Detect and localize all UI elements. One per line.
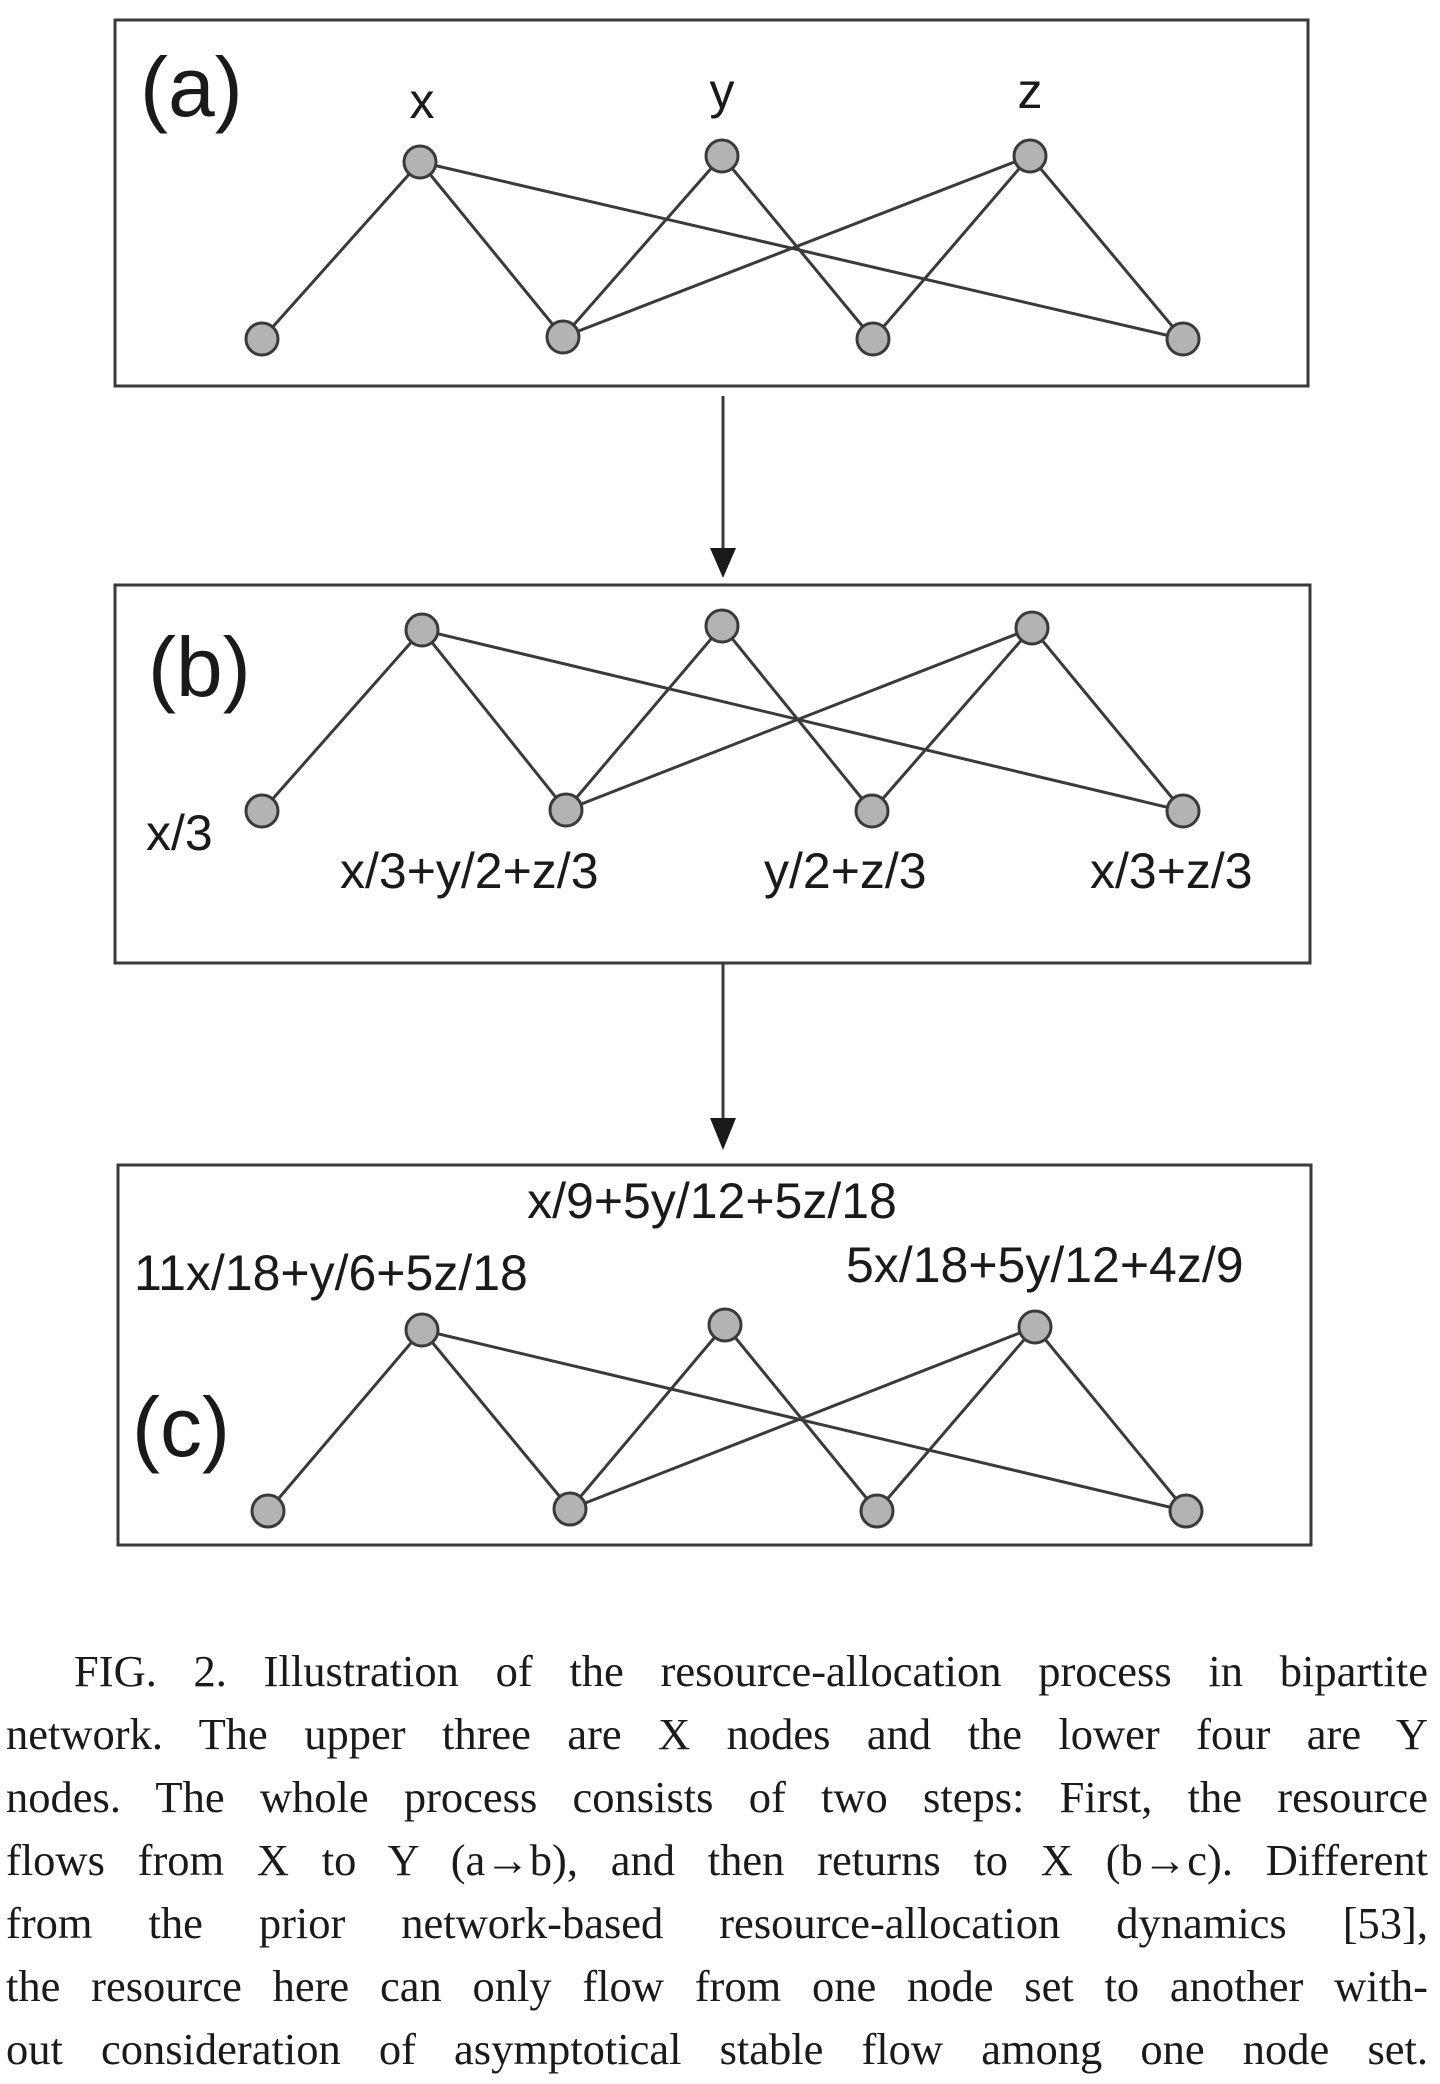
bipartite-edge bbox=[565, 626, 1033, 812]
panel-b-edges bbox=[260, 625, 1185, 813]
y-node bbox=[250, 1493, 286, 1529]
bipartite-edge bbox=[260, 161, 422, 340]
bipartite-edge bbox=[421, 628, 1184, 813]
y-value-label: x/3 bbox=[146, 805, 213, 861]
x-node bbox=[404, 612, 440, 648]
bipartite-edge bbox=[564, 625, 724, 811]
y-value-label: x/3+z/3 bbox=[1090, 843, 1253, 899]
y-node bbox=[552, 1491, 588, 1527]
bipartite-edge bbox=[1030, 627, 1185, 812]
y-node bbox=[244, 793, 280, 829]
caption-line-text: FIG. 2. Illustration of the resource-all… bbox=[74, 1646, 1428, 1696]
y-node bbox=[854, 793, 890, 829]
y-node bbox=[859, 1493, 895, 1529]
z-node-label: z bbox=[1018, 63, 1043, 119]
y-node bbox=[855, 321, 891, 357]
caption-line: from the prior network-based resource-al… bbox=[6, 1898, 1428, 1948]
panel-b-nodes bbox=[244, 608, 1201, 829]
caption-line: out consideration of asymptotical stable… bbox=[6, 2024, 1428, 2074]
y-node bbox=[244, 321, 280, 357]
y-node-label: y bbox=[710, 63, 735, 119]
bipartite-figure: (a) x y z (b) x/3 x/3+y/2+z/3 y/2+z/3 x/… bbox=[113, 18, 1313, 1547]
panel-c-edges bbox=[266, 1324, 1188, 1513]
bipartite-edge bbox=[260, 629, 424, 812]
panel-a: (a) x y z bbox=[113, 18, 1310, 388]
x-node-label: x bbox=[410, 73, 435, 129]
caption-line: the resource here can only flow from one… bbox=[6, 1961, 1428, 2011]
y-node bbox=[545, 319, 581, 355]
bipartite-edge bbox=[1028, 155, 1185, 340]
x-node bbox=[707, 1307, 743, 1343]
arrow-a-to-b bbox=[710, 396, 736, 578]
x-value-label: 5x/18+5y/12+4z/9 bbox=[846, 1237, 1244, 1293]
panel-c-letter: (c) bbox=[132, 1380, 230, 1474]
caption-line: network. The upper three are X nodes and… bbox=[6, 1709, 1428, 1759]
bipartite-edge bbox=[569, 1325, 1036, 1511]
bipartite-edge bbox=[420, 1329, 572, 1510]
bipartite-edge bbox=[875, 1326, 1037, 1512]
y-node bbox=[1165, 793, 1201, 829]
panel-c-nodes bbox=[250, 1307, 1204, 1529]
bipartite-edge bbox=[870, 627, 1034, 812]
panel-c: (c) 11x/18+y/6+5z/18 x/9+5y/12+5z/18 5x/… bbox=[116, 1163, 1313, 1547]
x-node bbox=[402, 144, 438, 180]
bipartite-edge bbox=[266, 1329, 424, 1512]
x-node bbox=[1014, 610, 1050, 646]
panel-a-frame bbox=[113, 18, 1310, 388]
panel-c-frame bbox=[116, 1163, 1313, 1547]
x-value-label: x/9+5y/12+5z/18 bbox=[527, 1173, 897, 1229]
y-value-label: y/2+z/3 bbox=[764, 843, 927, 899]
bipartite-edge bbox=[562, 154, 1031, 339]
panel-b-letter: (b) bbox=[148, 620, 251, 714]
y-node bbox=[1168, 1493, 1204, 1529]
bipartite-edge bbox=[418, 161, 565, 338]
panel-a-letter: (a) bbox=[140, 40, 243, 134]
y-node bbox=[548, 792, 584, 828]
x-value-label: 11x/18+y/6+5z/18 bbox=[134, 1245, 528, 1301]
x-node bbox=[1012, 138, 1048, 174]
caption-line: nodes. The whole process consists of two… bbox=[6, 1772, 1428, 1822]
panel-b: (b) x/3 x/3+y/2+z/3 y/2+z/3 x/3+z/3 bbox=[113, 583, 1312, 965]
bipartite-edge bbox=[568, 1324, 727, 1510]
y-node bbox=[1165, 321, 1201, 357]
caption-line: FIG. 2. Illustration of the resource-all… bbox=[6, 1640, 1428, 1703]
x-node bbox=[404, 1312, 440, 1348]
bipartite-edge bbox=[420, 629, 568, 811]
y-value-label: x/3+y/2+z/3 bbox=[340, 843, 599, 899]
bipartite-edge bbox=[561, 155, 724, 338]
caption-line: flows from X to Y (a→b), and then return… bbox=[6, 1835, 1428, 1885]
bipartite-edge bbox=[1033, 1326, 1188, 1512]
panel-a-nodes bbox=[244, 138, 1201, 357]
panel-b-frame bbox=[113, 583, 1312, 965]
x-node bbox=[704, 608, 740, 644]
panel-a-edges bbox=[260, 154, 1185, 341]
arrow-b-to-c bbox=[710, 963, 736, 1150]
x-node bbox=[1017, 1309, 1053, 1345]
figure-caption: FIG. 2. Illustration of the resource-all… bbox=[6, 1640, 1428, 2081]
x-node bbox=[704, 138, 740, 174]
bipartite-edge bbox=[871, 155, 1032, 340]
